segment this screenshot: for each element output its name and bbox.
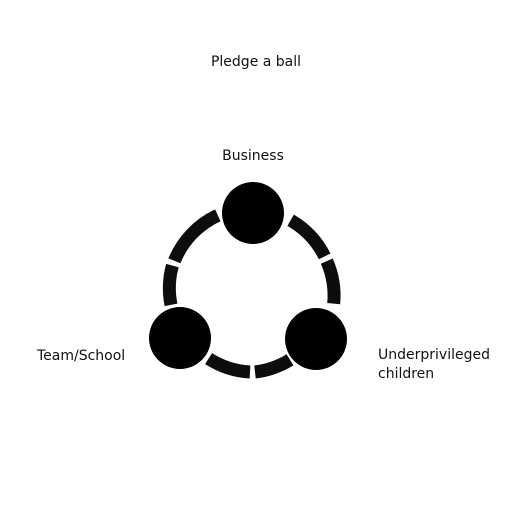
node-label-team-school: Team/School [37, 348, 126, 364]
diagram-title: Pledge a ball [210, 54, 302, 70]
ring-segment-bottom-left [205, 353, 251, 379]
node-label-business: Business [222, 148, 284, 164]
ring-segment-top-right [287, 214, 331, 260]
ring-segment-right-upper [320, 258, 341, 305]
ring-segment-left-lower [162, 263, 179, 307]
ring-segment-bottom-right [253, 354, 294, 379]
node-label-underprivileged-children: Underprivileged children [378, 347, 490, 382]
node-team-school [149, 307, 211, 369]
node-business [222, 182, 284, 244]
node-underprivileged-children [285, 308, 347, 370]
ring-segment-top-left [168, 209, 221, 264]
